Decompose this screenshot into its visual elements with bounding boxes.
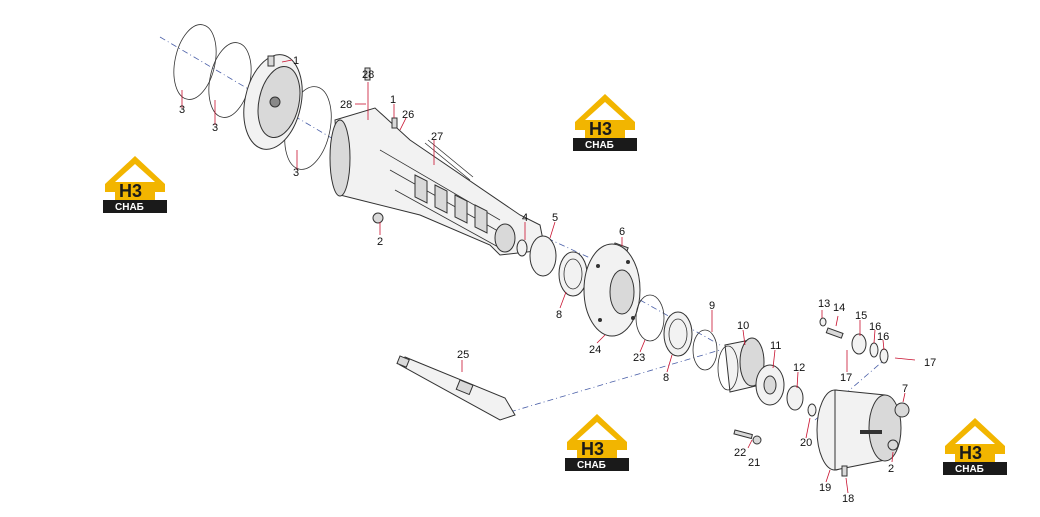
callout-8-inner: 8 [556, 309, 562, 321]
svg-text:H3: H3 [589, 119, 612, 139]
callout-16-b: 16 [877, 331, 889, 343]
callout-4: 4 [522, 212, 528, 224]
logo-watermark-top: H3 СНАБ [573, 94, 637, 151]
callout-24: 24 [589, 344, 601, 356]
callout-numbers: 1 3 3 3 28 28 1 26 27 2 4 5 6 8 24 23 8 … [179, 55, 936, 505]
callout-18: 18 [842, 493, 854, 505]
brake-cover-plate [243, 54, 303, 150]
svg-text:H3: H3 [581, 439, 604, 459]
callout-2-cover: 2 [888, 463, 894, 475]
callout-17-a: 17 [840, 372, 852, 384]
callout-17-b: 17 [924, 357, 936, 369]
callout-25: 25 [457, 349, 469, 361]
plug-21 [752, 435, 762, 445]
planet-carrier-11 [755, 364, 785, 406]
pin-22 [733, 429, 753, 440]
axle-housing [329, 67, 546, 256]
callout-3-gasket-a: 3 [179, 104, 185, 116]
svg-text:H3: H3 [959, 443, 982, 463]
callout-1-housing: 1 [390, 94, 396, 106]
bearing-8-outer [663, 311, 693, 357]
ring-5 [529, 235, 557, 277]
svg-text:СНАБ: СНАБ [955, 464, 984, 475]
callout-23: 23 [633, 352, 645, 364]
wheel-hub-24 [583, 243, 641, 337]
svg-text:H3: H3 [119, 181, 142, 201]
callout-3-gasket-c: 3 [293, 167, 299, 179]
callout-1-cover: 1 [293, 55, 299, 67]
callout-20: 20 [800, 437, 812, 449]
callout-12: 12 [793, 362, 805, 374]
logo-watermark-left: H3 СНАБ [103, 156, 167, 213]
callout-19: 19 [819, 482, 831, 494]
plug-2-cover [887, 439, 899, 451]
gasket-23 [635, 294, 665, 342]
washer-20 [807, 403, 817, 417]
callout-21: 21 [748, 457, 760, 469]
svg-text:СНАБ: СНАБ [115, 202, 144, 213]
bearing-8-inner [558, 251, 588, 297]
callout-6: 6 [619, 226, 625, 238]
callout-10: 10 [737, 320, 749, 332]
callout-26: 26 [402, 109, 414, 121]
svg-text:СНАБ: СНАБ [577, 460, 606, 471]
planet-gear-parts [819, 317, 889, 364]
svg-text:СНАБ: СНАБ [585, 140, 614, 151]
callout-3-gasket-b: 3 [212, 122, 218, 134]
logo-watermark-bottom: H3 СНАБ [565, 414, 629, 471]
callout-leaders [181, 59, 916, 494]
nut-7 [894, 402, 910, 418]
logo-watermark-right: H3 СНАБ [943, 418, 1007, 475]
callout-7: 7 [902, 383, 908, 395]
callout-13: 13 [818, 298, 830, 310]
callout-28-side: 28 [340, 99, 352, 111]
callout-28-top: 28 [362, 69, 374, 81]
snap-ring-9 [692, 329, 718, 371]
callout-15: 15 [855, 310, 867, 322]
thrust-washer-12 [786, 385, 804, 411]
callout-9: 9 [709, 300, 715, 312]
callout-11: 11 [770, 340, 781, 352]
callout-16-a: 16 [869, 321, 881, 333]
half-shaft-25 [396, 355, 516, 421]
callout-22: 22 [734, 447, 746, 459]
callout-14: 14 [833, 302, 845, 314]
callout-27: 27 [431, 131, 443, 143]
callout-2-housing: 2 [377, 236, 383, 248]
callout-8-outer: 8 [663, 372, 669, 384]
seal-4 [516, 239, 528, 257]
callout-5: 5 [552, 212, 558, 224]
